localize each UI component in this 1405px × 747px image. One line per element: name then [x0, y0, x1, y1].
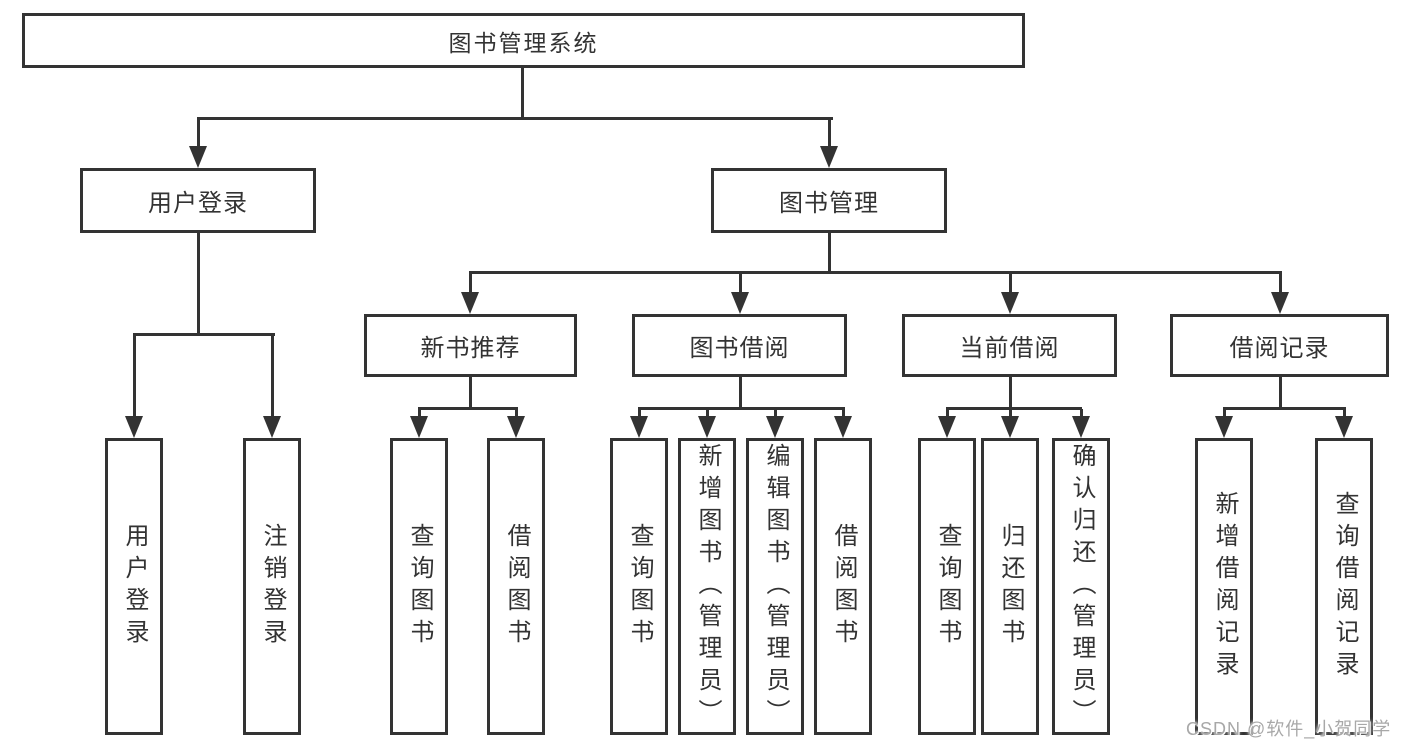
connector-line — [197, 233, 200, 336]
connector-line — [1279, 273, 1282, 294]
node-query-books: 查询图书 — [610, 438, 668, 735]
connector-line — [739, 377, 742, 410]
node-label: 借阅记录 — [1229, 335, 1330, 362]
arrow-down-icon — [731, 292, 749, 314]
connector-line — [515, 409, 518, 418]
connector-line — [197, 117, 833, 120]
node-add-borrow-record: 新增借阅记录 — [1195, 438, 1253, 735]
node-label: 查询图书 — [934, 522, 961, 651]
node-label: 用户登录 — [121, 522, 148, 651]
node-label: 借阅图书 — [830, 522, 857, 651]
node-confirm-return-admin: 确认归还（管理员） — [1052, 438, 1110, 735]
connector-line — [469, 273, 472, 294]
connector-line — [418, 407, 518, 410]
connector-line — [1223, 409, 1226, 418]
node-return-books: 归还图书 — [981, 438, 1039, 735]
connector-line — [638, 407, 845, 410]
node-edit-books-admin: 编辑图书（管理员） — [746, 438, 804, 735]
arrow-down-icon — [938, 416, 956, 438]
node-user-login-branch: 用户登录 — [80, 168, 316, 233]
node-label: 确认归还（管理员） — [1068, 442, 1095, 731]
node-label: 图书借阅 — [689, 335, 790, 362]
node-label: 新增借阅记录 — [1211, 490, 1238, 683]
arrow-down-icon — [1001, 292, 1019, 314]
node-label: 查询借阅记录 — [1331, 490, 1358, 683]
node-user-login: 用户登录 — [105, 438, 163, 735]
connector-line — [418, 409, 421, 418]
node-library-management-system: 图书管理系统 — [22, 13, 1025, 68]
arrow-down-icon — [189, 146, 207, 168]
node-borrowing-records: 借阅记录 — [1170, 314, 1389, 377]
node-borrow-books: 借阅图书 — [487, 438, 545, 735]
connector-line — [1343, 409, 1346, 418]
node-label: 查询图书 — [406, 522, 433, 651]
node-book-borrowing: 图书借阅 — [632, 314, 847, 377]
arrow-down-icon — [834, 416, 852, 438]
connector-line — [133, 335, 136, 418]
node-new-book-recommendation: 新书推荐 — [364, 314, 577, 377]
node-query-books: 查询图书 — [390, 438, 448, 735]
connector-line — [1009, 273, 1012, 294]
connector-line — [469, 271, 1282, 274]
arrow-down-icon — [263, 416, 281, 438]
node-label: 新增图书（管理员） — [694, 442, 721, 731]
connector-line — [774, 409, 777, 418]
csdn-watermark: CSDN @软件_小贺同学 — [1186, 719, 1392, 739]
arrow-down-icon — [1215, 416, 1233, 438]
connector-line — [828, 117, 831, 148]
connector-line — [739, 273, 742, 294]
node-borrow-books: 借阅图书 — [814, 438, 872, 735]
node-current-borrowing: 当前借阅 — [902, 314, 1117, 377]
connector-line — [638, 409, 641, 418]
connector-line — [1009, 377, 1012, 410]
arrow-down-icon — [125, 416, 143, 438]
connector-line — [946, 407, 1082, 410]
connector-line — [271, 335, 274, 418]
node-label: 当前借阅 — [959, 335, 1060, 362]
node-query-books: 查询图书 — [918, 438, 976, 735]
connector-line — [1279, 377, 1282, 410]
arrow-down-icon — [410, 416, 428, 438]
arrow-down-icon — [630, 416, 648, 438]
arrow-down-icon — [1271, 292, 1289, 314]
arrow-down-icon — [1335, 416, 1353, 438]
node-label: 编辑图书（管理员） — [762, 442, 789, 731]
connector-line — [1223, 407, 1346, 410]
node-add-books-admin: 新增图书（管理员） — [678, 438, 736, 735]
connector-line — [1009, 409, 1012, 418]
connector-line — [828, 233, 831, 274]
connector-line — [946, 409, 949, 418]
connector-line — [842, 409, 845, 418]
connector-line — [133, 333, 275, 336]
connector-line — [706, 409, 709, 418]
arrow-down-icon — [1001, 416, 1019, 438]
arrow-down-icon — [1072, 416, 1090, 438]
connector-line — [521, 66, 524, 119]
node-label: 用户登录 — [148, 190, 248, 217]
node-label: 归还图书 — [997, 522, 1024, 651]
arrow-down-icon — [698, 416, 716, 438]
connector-line — [469, 377, 472, 410]
arrow-down-icon — [507, 416, 525, 438]
node-query-borrow-record: 查询借阅记录 — [1315, 438, 1373, 735]
node-label: 借阅图书 — [503, 522, 530, 651]
node-book-management: 图书管理 — [711, 168, 947, 233]
arrow-down-icon — [820, 146, 838, 168]
arrow-down-icon — [766, 416, 784, 438]
node-label: 注销登录 — [259, 522, 286, 651]
node-label: 查询图书 — [626, 522, 653, 651]
node-label: 图书管理系统 — [448, 29, 599, 56]
node-logout: 注销登录 — [243, 438, 301, 735]
arrow-down-icon — [461, 292, 479, 314]
node-label: 图书管理 — [779, 190, 879, 217]
connector-line — [197, 117, 200, 148]
connector-line — [1080, 409, 1083, 418]
node-label: 新书推荐 — [420, 335, 521, 362]
